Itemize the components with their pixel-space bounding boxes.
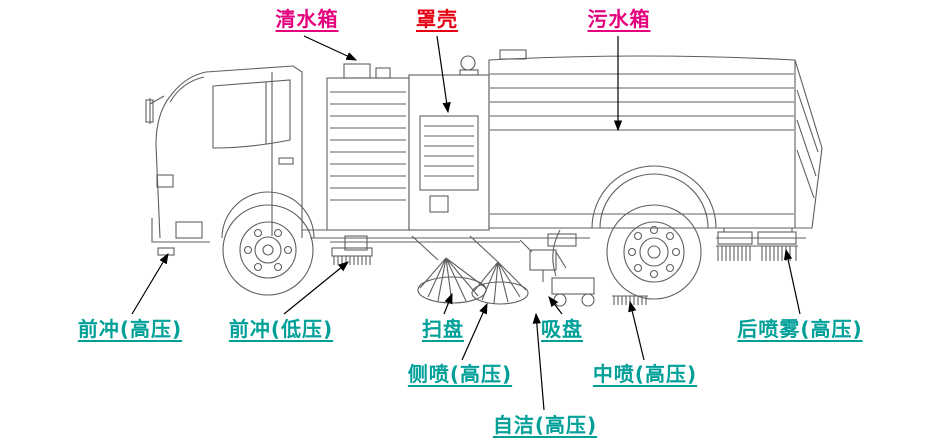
leader-front-flush-high xyxy=(131,252,169,315)
label-clean-water-tank: 清水箱 xyxy=(275,7,339,31)
rear-wheel xyxy=(591,165,717,300)
mid-spray-nozzles xyxy=(612,295,648,305)
label-self-clean-high: 自洁(高压) xyxy=(492,413,598,437)
leader-rear-spray xyxy=(783,248,801,315)
clean-water-tank xyxy=(326,63,410,231)
label-rear-spray-high: 后喷雾(高压) xyxy=(737,317,863,341)
label-front-flush-high: 前冲(高压) xyxy=(77,317,183,341)
cab xyxy=(145,65,303,256)
front-wheel xyxy=(221,191,315,296)
label-suction-plate: 吸盘 xyxy=(541,317,583,341)
leader-side-spray xyxy=(461,302,488,361)
label-mid-spray-high: 中喷(高压) xyxy=(592,362,698,386)
label-sweep-disc: 扫盘 xyxy=(422,317,464,341)
label-sewage-tank: 污水箱 xyxy=(587,7,651,31)
truck-line-art xyxy=(145,49,823,307)
leader-cover-shell xyxy=(436,35,451,114)
front-flush-low-nozzles xyxy=(331,247,373,265)
sewage-tank xyxy=(488,49,823,229)
label-cover-shell: 罩壳 xyxy=(416,7,458,31)
leader-clean-water-tank xyxy=(303,35,358,61)
leader-self-clean xyxy=(532,312,545,411)
leader-suction-plate xyxy=(548,296,563,315)
rear-spray-bar xyxy=(716,228,798,261)
leader-sweep-disc xyxy=(443,292,453,315)
front-flush-high-nozzle xyxy=(157,247,175,256)
label-side-spray-high: 侧喷(高压) xyxy=(407,362,513,386)
sweep-disc-brushes xyxy=(411,235,529,305)
leader-front-flush-low xyxy=(283,261,349,315)
chassis xyxy=(302,229,806,251)
cover-shell xyxy=(408,55,490,231)
leader-mid-spray xyxy=(628,300,645,361)
suction-plate-assembly xyxy=(519,229,595,307)
leader-arrows xyxy=(131,35,801,411)
label-front-flush-low: 前冲(低压) xyxy=(228,317,334,341)
